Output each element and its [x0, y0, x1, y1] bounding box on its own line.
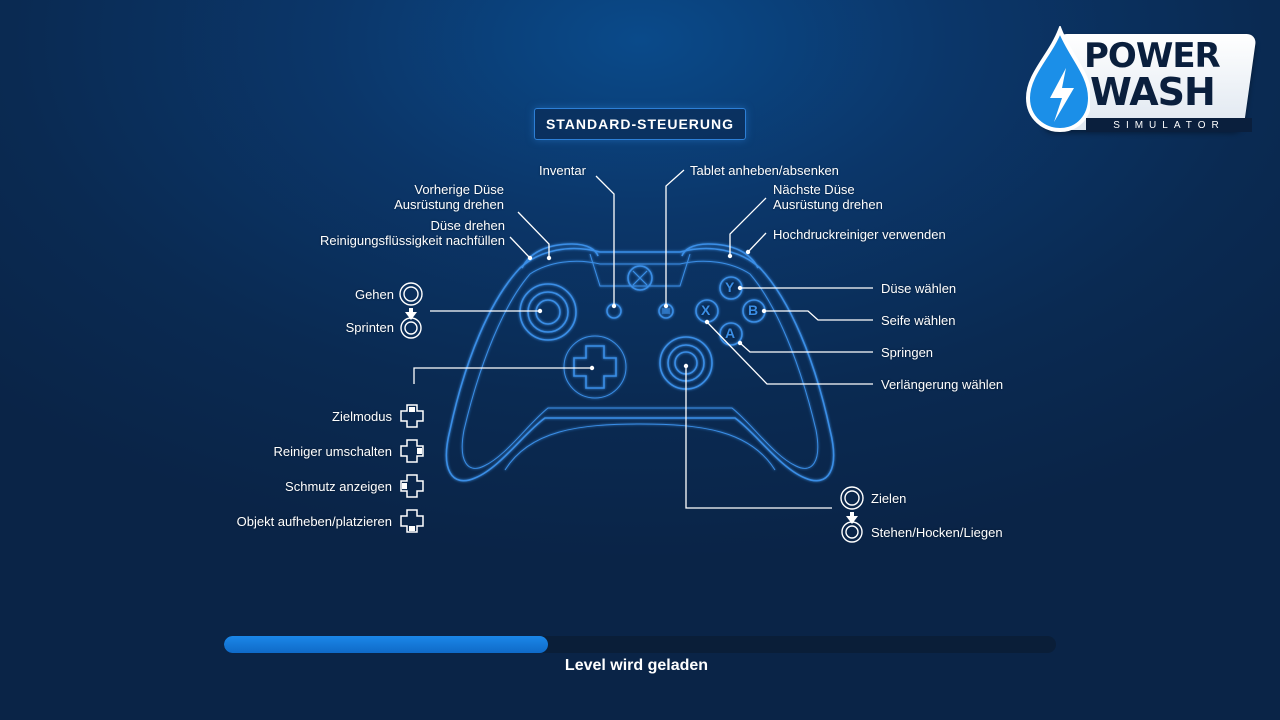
label-pick-place: Objekt aufheben/platzieren [236, 514, 392, 529]
loading-text: Level wird geladen [564, 657, 709, 674]
left-stick [519, 283, 577, 341]
label-walk: Gehen [354, 287, 394, 302]
right-bumper [681, 243, 759, 269]
dpad-down-icon [400, 509, 424, 533]
label-use-washer: Hochdruckreiniger verwenden [773, 227, 946, 242]
controller-body-outline [445, 247, 835, 482]
a-button-label: A [725, 325, 736, 341]
label-choose-nozzle: Düse wählen [881, 281, 957, 296]
loading-progress-fill [224, 636, 549, 653]
label-choose-soap: Seife wählen [881, 313, 956, 328]
label-switch-cleaner: Reiniger umschalten [273, 444, 392, 459]
right-stick-icon [840, 486, 864, 510]
label-sprint: Sprinten [345, 320, 394, 335]
dpad-up-icon [400, 404, 424, 428]
dpad-left-icon [400, 474, 424, 498]
label-aim-mode: Zielmodus [332, 409, 392, 424]
label-rotate-nozzle: Düse drehen Reinigungsflüssigkeit nachfü… [319, 218, 505, 248]
left-stick-icon [399, 282, 423, 306]
label-stance: Stehen/Hocken/Liegen [871, 525, 1003, 540]
label-jump: Springen [881, 345, 934, 360]
b-button-label: B [748, 302, 759, 318]
dpad [573, 345, 617, 389]
label-inventory: Inventar [539, 163, 586, 178]
label-tablet: Tablet anheben/absenken [690, 163, 839, 178]
x-button-label: X [701, 302, 711, 318]
left-stick-click-icon [400, 317, 422, 339]
left-bumper [521, 243, 599, 269]
label-aim: Zielen [871, 491, 907, 506]
water-drop-icon [1025, 26, 1090, 133]
controls-title: STANDARD-STEUERUNG [534, 108, 746, 140]
dpad-right-icon [400, 439, 424, 463]
right-stick-click-icon [841, 521, 863, 543]
game-logo: POWER WASH SIMULATOR [1020, 26, 1257, 136]
loading-progress-bar [224, 636, 1056, 653]
label-next-nozzle: Nächste Düse Ausrüstung drehen [773, 182, 883, 212]
a-button-ring [719, 322, 743, 346]
label-choose-extension: Verlängerung wählen [881, 377, 1004, 392]
label-show-dirt: Schmutz anzeigen [285, 479, 392, 494]
label-prev-nozzle: Vorherige Düse Ausrüstung drehen [394, 182, 504, 212]
y-button-label: Y [725, 279, 735, 295]
guide-button [627, 265, 653, 291]
